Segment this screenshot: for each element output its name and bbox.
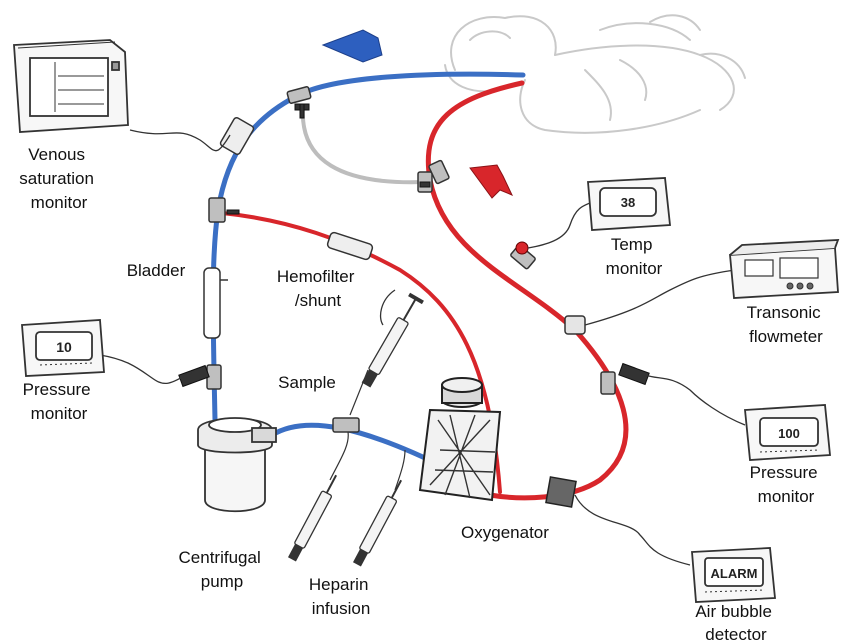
- transonic-flowmeter: [729, 239, 840, 299]
- sample-line: [349, 369, 369, 416]
- saturation-cell: [219, 116, 255, 156]
- sample-syringe: [361, 292, 424, 388]
- label-centrifugal-pump: Centrifugal pump: [179, 548, 266, 591]
- hemofilter-cylinder: [326, 231, 374, 261]
- pressure-monitor-right: [744, 404, 831, 461]
- label-hemofilter-shunt: Hemofilter /shunt: [277, 267, 359, 310]
- label-pressure-monitor-left: Pressure monitor: [23, 380, 96, 423]
- label-air-bubble-detector: Air bubble detector: [695, 602, 776, 644]
- label-sample: Sample: [278, 373, 336, 392]
- label-venous-saturation-monitor: Venous saturation monitor: [19, 145, 98, 212]
- temp-display: 38: [621, 195, 635, 210]
- pressure-right-display: 100: [778, 426, 800, 441]
- tubing-connectors: [206, 86, 616, 433]
- label-pressure-monitor-right: Pressure monitor: [750, 463, 823, 506]
- pressure-left-display: 10: [56, 339, 72, 355]
- monitor-cables: [99, 129, 746, 566]
- hemofilter-shunt-tubing: [220, 211, 502, 494]
- label-transonic-flowmeter: Transonic flowmeter: [747, 303, 826, 346]
- clamps: [178, 103, 650, 388]
- label-bladder: Bladder: [127, 261, 186, 280]
- bladder-chamber: [203, 267, 221, 339]
- pressure-monitor-left: [21, 319, 105, 377]
- heparin-syringe-left: [287, 474, 338, 562]
- alarm-display: ALARM: [711, 566, 758, 581]
- temp-probe: [515, 241, 529, 255]
- heparin-line: [329, 431, 406, 491]
- arterial-flow-arrow: [469, 164, 514, 199]
- label-heparin-infusion: Heparin infusion: [309, 575, 373, 618]
- label-temp-monitor: Temp monitor: [606, 235, 663, 278]
- venous-saturation-monitor: [13, 39, 129, 133]
- venous-flow-arrow: [321, 29, 383, 63]
- air-bubble-sensor: [545, 476, 577, 508]
- oxygenator: [418, 377, 502, 502]
- air-bubble-detector-monitor: [691, 547, 776, 603]
- heparin-syringe-right: [352, 479, 403, 567]
- centrifugal-pump: [197, 417, 277, 513]
- temp-monitor: [587, 177, 671, 231]
- bridge-tubing: [300, 106, 426, 185]
- label-oxygenator: Oxygenator: [461, 523, 549, 542]
